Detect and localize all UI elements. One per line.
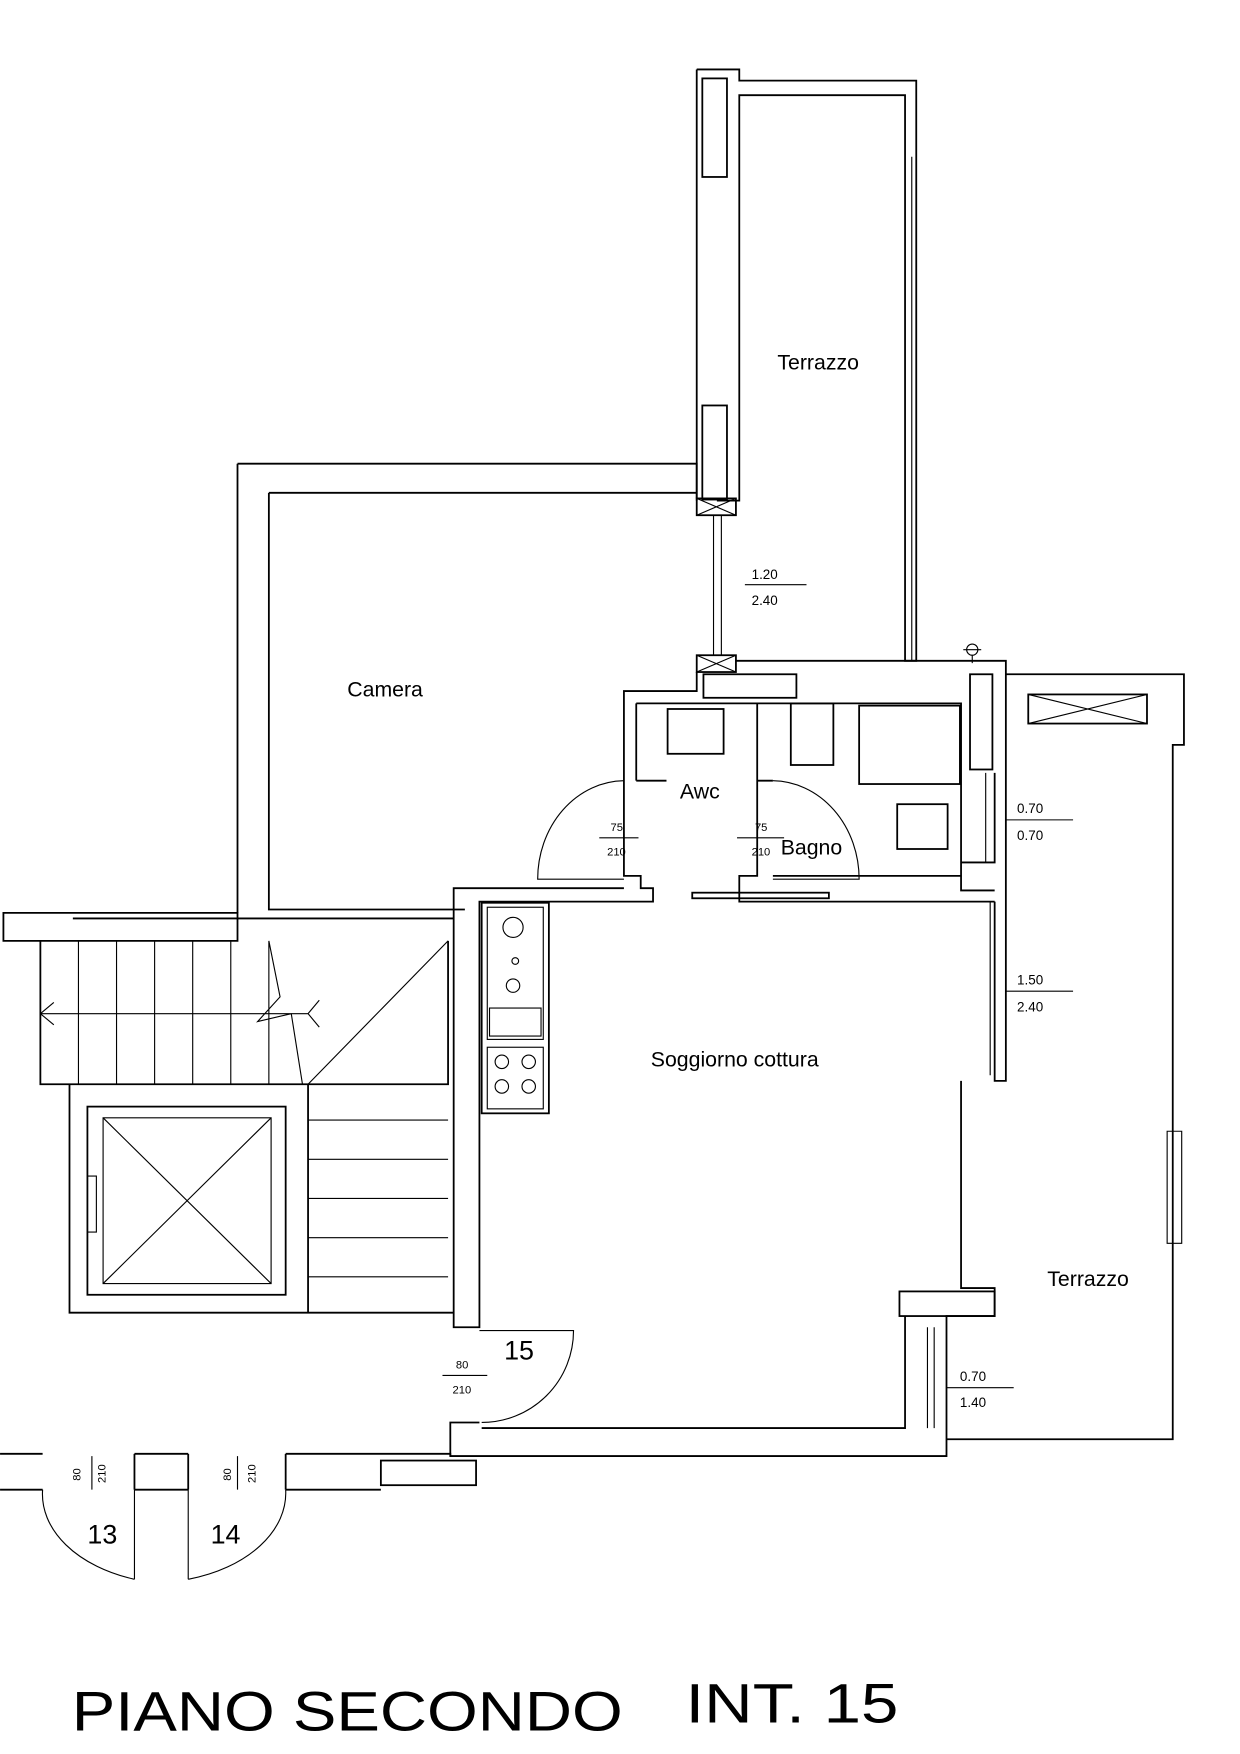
svg-text:80: 80: [456, 1360, 468, 1372]
room-label-awc: Awc: [680, 780, 720, 804]
unit-title: INT. 15: [686, 1672, 899, 1735]
svg-text:75: 75: [610, 822, 622, 834]
room-label-camera: Camera: [347, 678, 423, 702]
room-label-bagno: Bagno: [781, 836, 842, 860]
floor-title: PIANO SECONDO: [72, 1679, 623, 1742]
room-label-terrazzo-top: Terrazzo: [777, 351, 859, 375]
svg-text:75: 75: [755, 822, 767, 834]
svg-text:2.40: 2.40: [752, 593, 778, 608]
door-swing: [537, 780, 624, 880]
svg-text:210: 210: [752, 847, 771, 859]
svg-text:210: 210: [607, 847, 626, 859]
unit-number-14: 14: [211, 1519, 241, 1549]
window-dimension: 1.50 2.40: [1005, 973, 1074, 1014]
window-dimension: 0.70 0.70: [1005, 801, 1074, 843]
staircase: [2, 911, 454, 1314]
window-dimension: 1.20 2.40: [744, 567, 807, 608]
door-swing: [772, 780, 860, 880]
svg-text:2.40: 2.40: [1017, 999, 1043, 1014]
door-dimension: 210: [246, 1464, 258, 1483]
svg-text:0.70: 0.70: [1017, 828, 1043, 843]
unit-number-13: 13: [87, 1519, 117, 1549]
door-dimension: 75 210: [599, 822, 639, 859]
svg-text:1.50: 1.50: [1017, 973, 1043, 988]
door-dimension: 75 210: [737, 822, 785, 859]
room-label-terrazzo-right: Terrazzo: [1047, 1267, 1129, 1291]
window-x-icon: [695, 654, 737, 673]
door-dimension: 210: [96, 1464, 108, 1483]
svg-text:1.40: 1.40: [960, 1395, 986, 1410]
svg-text:210: 210: [453, 1384, 472, 1396]
svg-text:1.20: 1.20: [752, 567, 778, 582]
window-x-icon: [695, 497, 737, 517]
window-dimension: 0.70 1.40: [946, 1369, 1014, 1410]
svg-text:0.70: 0.70: [1017, 801, 1043, 816]
unit-number-current: 15: [504, 1336, 534, 1366]
door-swing: [41, 1456, 287, 1580]
door-dimension: 80 210: [442, 1360, 488, 1396]
door-dimension: 80: [72, 1468, 84, 1480]
svg-text:0.70: 0.70: [960, 1369, 986, 1384]
room-label-soggiorno: Soggiorno cottura: [651, 1047, 819, 1071]
door-dimension: 80: [222, 1468, 234, 1480]
terrace-top-walls: [695, 68, 918, 673]
corridor-walls: [0, 1452, 452, 1491]
camera-walls: [236, 462, 698, 913]
kitchen-counter: [480, 901, 550, 1115]
door-swing: [479, 1330, 575, 1424]
lamp-icon: [963, 643, 982, 664]
